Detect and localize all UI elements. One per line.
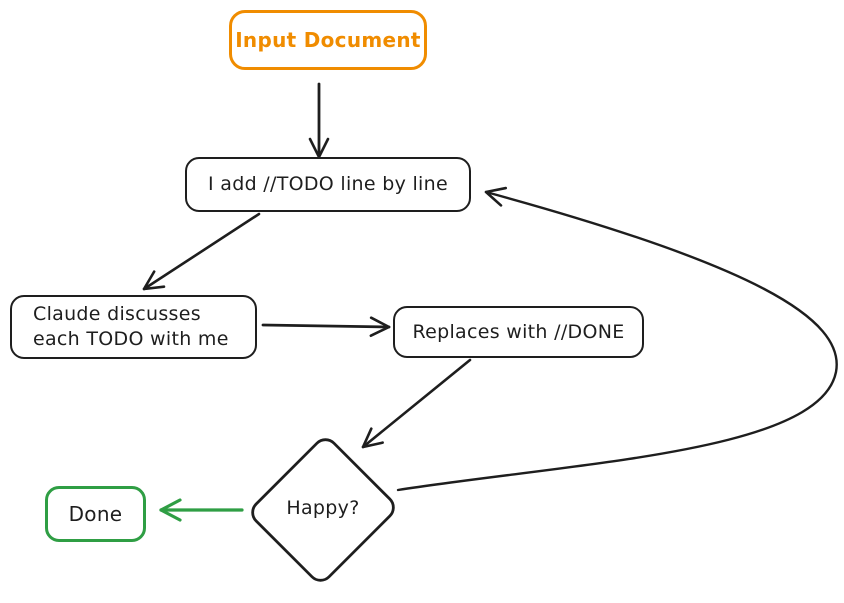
edge-claude-to-replaces [261, 316, 391, 338]
node-add-todo: I add //TODO line by line [185, 157, 471, 212]
edge-replaces-to-happy [361, 358, 472, 449]
node-happy-diamond-shape [251, 438, 395, 582]
node-happy-label: Happy? [286, 497, 360, 519]
node-claude-discusses-line1: Claude discusses [33, 303, 201, 326]
node-input-document-label: Input Document [235, 28, 421, 52]
node-replaces-done-label: Replaces with //DONE [412, 320, 625, 343]
node-claude-discusses: Claude discusses each TODO with me [10, 295, 257, 359]
node-claude-discusses-line2: each TODO with me [33, 328, 229, 350]
node-done-label: Done [68, 502, 123, 526]
node-add-todo-label: I add //TODO line by line [208, 173, 448, 196]
edge-happy-to-todo-loop [396, 186, 838, 492]
edge-todo-to-claude [142, 212, 261, 291]
node-done: Done [45, 486, 146, 542]
node-replaces-done: Replaces with //DONE [393, 306, 644, 358]
node-input-document: Input Document [229, 10, 427, 70]
